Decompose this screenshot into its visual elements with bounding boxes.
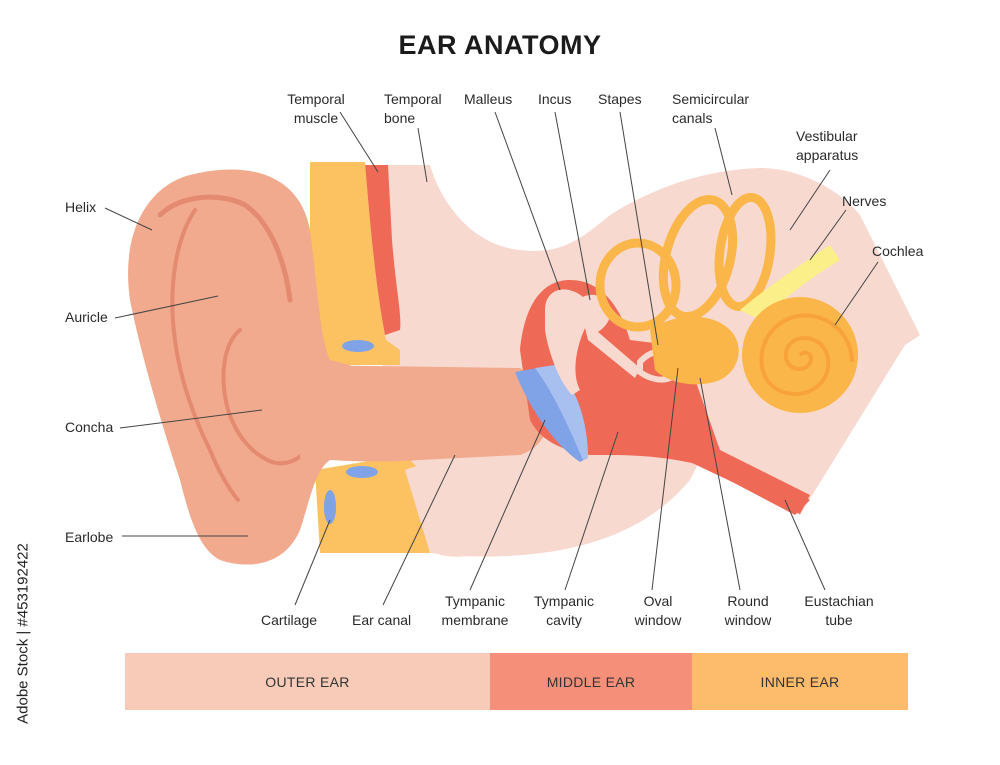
semicircular-canals-shape: [595, 192, 776, 332]
skin-tissue-upper: [360, 165, 520, 390]
cartilage-marker-middle: [346, 466, 378, 478]
cochlea-spiral: [759, 313, 854, 397]
tympanic-membrane-highlight: [535, 365, 588, 460]
malleus-shape: [545, 289, 589, 395]
auricle-shape: [128, 169, 350, 565]
label-earlobe: Earlobe: [65, 529, 114, 545]
label-nerves: Nerves: [842, 193, 887, 209]
antihelix-fold: [170, 208, 240, 502]
nerves-shape: [740, 245, 840, 320]
label-cochlea: Cochlea: [872, 243, 924, 259]
label-auricle: Auricle: [65, 309, 108, 325]
label-concha: Concha: [65, 419, 114, 435]
label-ear-canal: Ear canal: [352, 612, 412, 628]
cartilage-marker-lower: [324, 490, 336, 524]
incus-shape: [578, 294, 640, 378]
vestibule-shape: [650, 316, 739, 385]
stock-watermark: Adobe Stock | #453192422: [14, 543, 32, 724]
skin-tissue-lower: [405, 446, 700, 557]
legend-outer-ear: OUTER EAR: [125, 653, 490, 710]
legend-middle-ear: MIDDLE EAR: [490, 653, 692, 710]
ear-canal-shape: [300, 365, 550, 462]
leader-lines: [104, 111, 879, 606]
eustachian-tube-shape: [690, 440, 810, 514]
page-title: EAR ANATOMY: [398, 30, 602, 60]
label-stapes: Stapes: [598, 91, 642, 107]
label-malleus: Malleus: [464, 91, 513, 107]
helix-fold: [157, 194, 293, 303]
label-incus: Incus: [538, 91, 572, 107]
temporal-muscle: [365, 165, 401, 335]
cartilage-upper: [310, 162, 400, 365]
label-cartilage: Cartilage: [261, 612, 318, 628]
concha-fold: [221, 328, 307, 466]
cartilage-marker-upper: [342, 340, 374, 352]
label-helix: Helix: [65, 199, 97, 215]
cartilage-lower: [315, 455, 430, 553]
legend-inner-ear: INNER EAR: [692, 653, 908, 710]
